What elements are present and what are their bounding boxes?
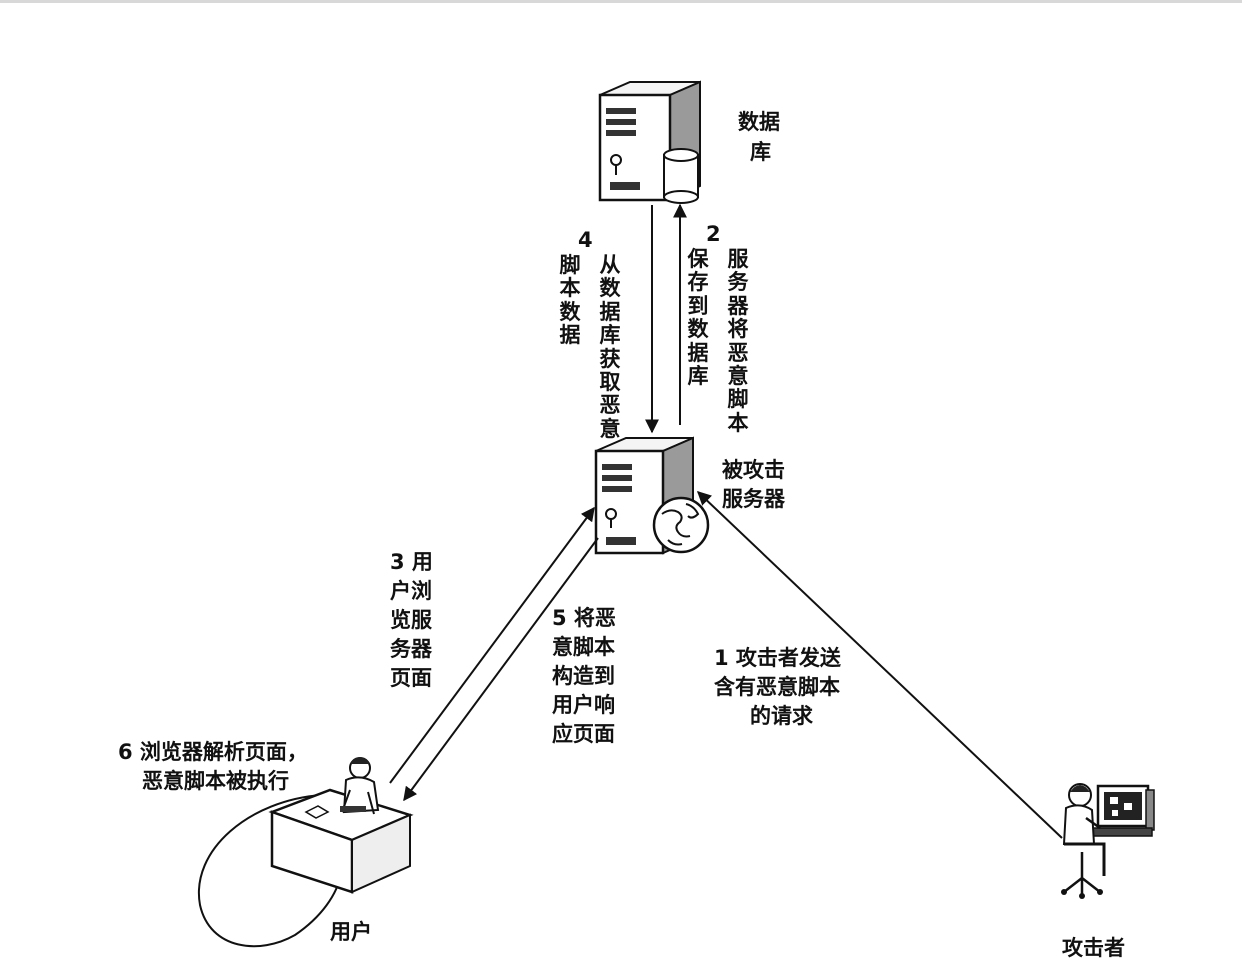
step3-line5: 页面	[390, 666, 432, 690]
user-at-desk-icon	[268, 757, 414, 894]
attacker-label: 攻击者	[1062, 936, 1125, 960]
step4-col2: 脚本数据	[559, 253, 581, 348]
server-label-line1: 被攻击	[722, 458, 785, 482]
step1-line2: 含有恶意脚本	[714, 675, 840, 699]
arrow-3-user-to-server	[389, 506, 595, 784]
step3-line2: 户浏	[390, 579, 432, 603]
arrow-1-attacker-to-server	[696, 491, 1063, 839]
step3-line4: 务器	[390, 637, 432, 661]
attacker-at-computer-icon	[1061, 783, 1155, 899]
step5-line2: 意脚本	[552, 635, 615, 659]
step4-col1: 从数据库获取恶意	[599, 253, 621, 441]
step2-col2: 保存到数据库	[687, 247, 709, 389]
top-border	[0, 0, 1242, 3]
step5-line4: 用户响	[552, 693, 615, 717]
step3-line1: 3 用	[390, 550, 433, 574]
step5-line1: 5 将恶	[552, 606, 616, 630]
step2-col1: 服务器将恶意脚本	[727, 247, 749, 435]
arrow-6-loop	[197, 794, 347, 948]
user-label: 用户	[330, 920, 372, 944]
database-label-line2: 库	[750, 140, 771, 164]
step1-line1: 1 攻击者发送	[714, 646, 841, 670]
step5-line3: 构造到	[552, 664, 615, 688]
web-server-icon	[594, 436, 710, 555]
step4-number: 4	[578, 228, 593, 252]
step6-line1: 6 浏览器解析页面，	[118, 740, 308, 764]
step3-line3: 览服	[390, 608, 432, 632]
database-label-line1: 数据	[738, 110, 780, 134]
arrow-5-server-to-user	[403, 537, 599, 802]
step1-line3: 的请求	[750, 704, 813, 728]
step5-line5: 应页面	[552, 722, 615, 746]
database-server-icon	[598, 80, 701, 204]
step6-line2: 恶意脚本被执行	[142, 769, 289, 793]
server-label-line2: 服务器	[722, 487, 785, 511]
step2-number: 2	[706, 222, 721, 246]
